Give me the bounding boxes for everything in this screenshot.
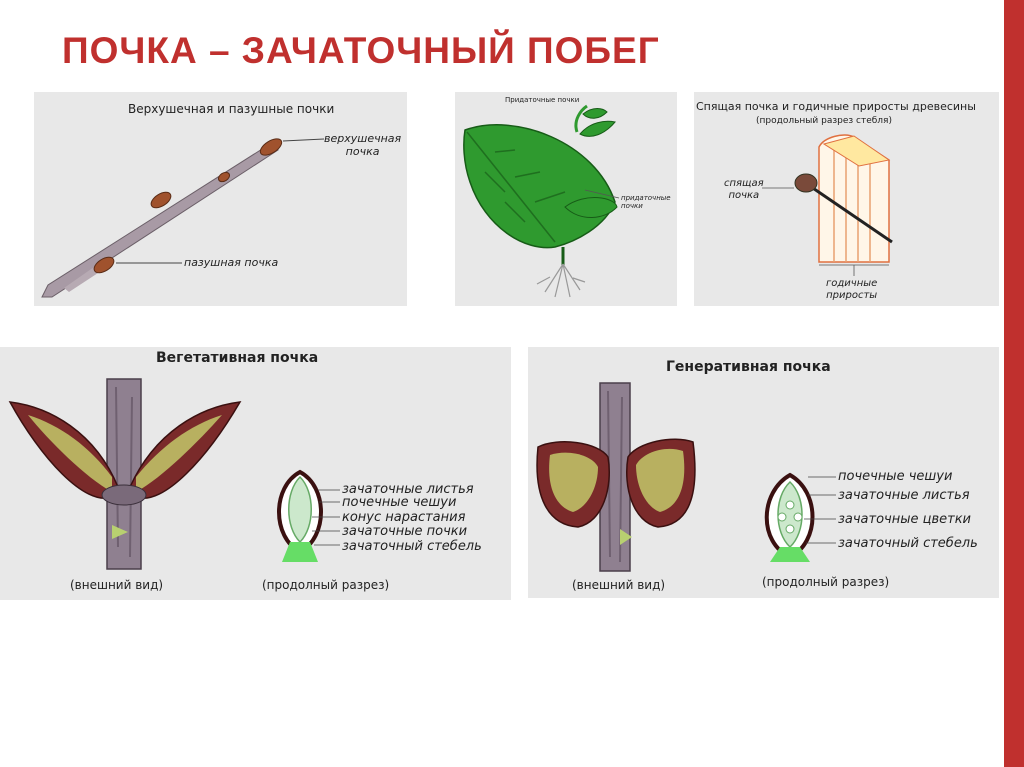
gen-label-2: зачаточные листья — [838, 488, 970, 503]
panel-vegetative-bud: Вегетативная почка зачаточные листья поч… — [0, 347, 511, 600]
dormant-bud-label: спящая почка — [724, 178, 764, 201]
annual-increments-label: годичные приросты — [826, 278, 878, 301]
page-title: ПОЧКА – ЗАЧАТОЧНЫЙ ПОБЕГ — [62, 30, 660, 71]
vegetative-bud-illustration — [8, 378, 340, 570]
panel2-heading: Придаточные почки — [505, 96, 580, 104]
gen-label-3: зачаточные цветки — [838, 512, 972, 527]
veg-caption-outer: (внешний вид) — [70, 578, 164, 592]
gen-label-1: почечные чешуи — [838, 469, 953, 484]
panel3-subheading: (продольный разрез стебля) — [756, 116, 892, 126]
gen-caption-section: (продолный разрез) — [762, 575, 890, 589]
adventitious-bud-label: придаточные почки — [621, 194, 671, 210]
roots-icon — [536, 263, 586, 298]
veg-label-1: зачаточные листья — [342, 482, 474, 497]
panel-generative-bud: Генеративная почка почечные чешуи зачато… — [528, 347, 999, 598]
gen-label-4: зачаточный стебель — [838, 536, 978, 551]
dormant-bud-icon — [794, 173, 818, 193]
veg-caption-section: (продолный разрез) — [262, 578, 390, 592]
axillary-bud-icon — [150, 191, 172, 209]
generative-bud-illustration — [536, 382, 836, 572]
apical-bud-icon — [259, 138, 283, 156]
gen-caption-outer: (внешний вид) — [572, 578, 666, 592]
leaf-illustration — [463, 104, 620, 298]
apical-bud-label: верхушечная почка — [324, 132, 402, 158]
axillary-bud-label: пазушная почка — [184, 256, 279, 269]
panel1-heading: Верхушечная и пазушные почки — [128, 102, 335, 116]
panel5-heading: Генеративная почка — [666, 359, 831, 375]
accent-bar — [1004, 0, 1024, 767]
veg-label-3: конус нарастания — [342, 510, 466, 525]
stem-section-illustration — [762, 134, 893, 276]
panel4-heading: Вегетативная почка — [156, 350, 319, 366]
veg-label-2: почечные чешуи — [342, 495, 457, 510]
panel-dormant-bud: Спящая почка и годичные приросты древеси… — [694, 92, 999, 306]
panel3-heading: Спящая почка и годичные приросты древеси… — [696, 100, 976, 113]
panel-adventitious: Придаточные почки придаточные почки — [455, 92, 677, 306]
twig-illustration — [41, 138, 325, 298]
veg-label-4: зачаточные почки — [342, 524, 468, 539]
panel-apical-axillary: Верхушечная и пазушные почки верхушечная… — [34, 92, 407, 306]
veg-label-5: зачаточный стебель — [342, 539, 482, 554]
